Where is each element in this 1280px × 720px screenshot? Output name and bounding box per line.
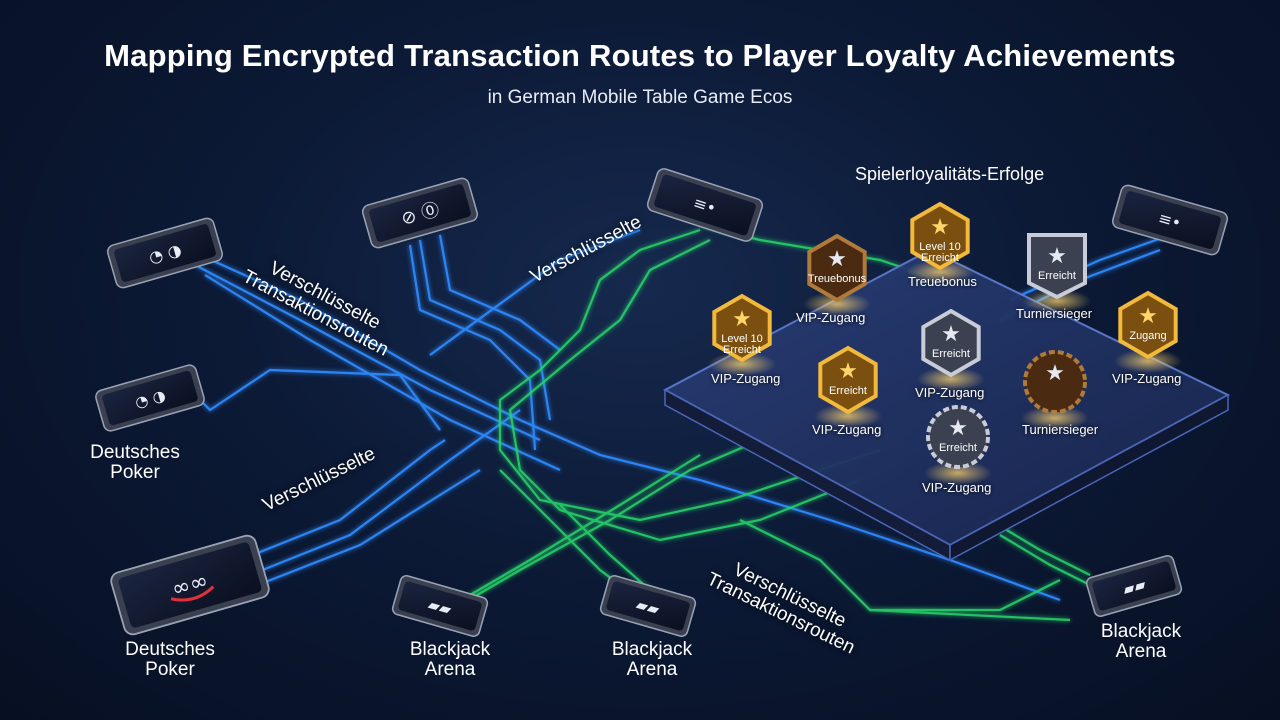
badge-b8: ★Zugang (1114, 290, 1182, 373)
achievement-label-b2: Treuebonus (908, 274, 977, 289)
star-icon: ★ (948, 416, 968, 441)
badge-text-b10: Erreicht (939, 442, 977, 454)
star-icon: ★ (1047, 244, 1067, 269)
star-icon: ★ (1138, 304, 1158, 329)
device-label-poker-left: Deutsches Poker (90, 442, 180, 483)
badge-text-b2: Erreicht (921, 252, 959, 264)
phone-icon-poker-bottom: ∞∞ (110, 534, 270, 636)
achievement-badges: ★Treuebonus★Level 10Erreicht★Erreicht★Le… (708, 201, 1182, 485)
badge-text-b7: Erreicht (932, 348, 970, 360)
device-label-blackjack-1: Blackjack Arena (409, 639, 491, 680)
achievement-label-b6: VIP-Zugang (812, 422, 882, 437)
achievement-label-b3: Turniersieger (1016, 306, 1093, 321)
badge-frame-b7 (921, 308, 981, 378)
achievement-label-b4: VIP-Zugang (711, 371, 781, 386)
badge-b9: ★ (1021, 350, 1089, 430)
badge-frame-b4 (712, 293, 772, 363)
badge-text-b8: Zugang (1129, 330, 1166, 342)
phone-icon-poker-left: ◔ ◑ (95, 364, 205, 432)
star-icon: ★ (838, 359, 858, 384)
badge-b6: ★Erreicht (814, 345, 882, 428)
svg-text:▰▰: ▰▰ (1121, 575, 1149, 599)
page-title: Mapping Encrypted Transaction Routes to … (104, 38, 1176, 73)
badge-b1: ★Treuebonus (803, 233, 871, 316)
achievement-label-b9: Turniersieger (1022, 422, 1099, 437)
badge-text-b6: Erreicht (829, 385, 867, 397)
badge-b7: ★Erreicht (917, 308, 985, 391)
phone-icon-top1: ⊘ ⓪ (361, 177, 479, 249)
phone-icon-blackjack-3: ▰▰ (1085, 555, 1183, 617)
achievement-label-b7: VIP-Zugang (915, 385, 985, 400)
device-label-blackjack-2: Blackjack Arena (611, 639, 693, 680)
badge-frame-b10 (926, 405, 990, 469)
badge-b3: ★Erreicht (1023, 233, 1091, 313)
badge-b10: ★Erreicht (924, 405, 992, 485)
star-icon: ★ (1045, 361, 1065, 386)
phone-icon-blackjack-2: ▰▰ (599, 575, 697, 637)
phone-icon-top2: ≡• (646, 168, 764, 242)
achievement-platform (662, 248, 1231, 562)
device-label-blackjack-3: Blackjack Arena (1100, 621, 1182, 662)
svg-text:▰▰: ▰▰ (426, 595, 454, 619)
svg-text:▰▰: ▰▰ (634, 595, 662, 619)
page-subtitle: in German Mobile Table Game Ecos (487, 87, 793, 108)
achievement-label-b5: VIP-Zugang (796, 310, 866, 325)
badge-text-b3: Erreicht (1038, 270, 1076, 282)
achievements-title: Spielerloyalitäts-Erfolge (855, 164, 1045, 184)
badge-frame-b6 (818, 345, 878, 415)
badge-text-b4: Erreicht (723, 344, 761, 356)
device-label-poker-bottom: Deutsches Poker (125, 639, 215, 680)
achievement-label-b10: VIP-Zugang (922, 480, 992, 495)
star-icon: ★ (827, 247, 847, 272)
badge-text-b2: Level 10 (919, 241, 961, 253)
badge-text-b4: Level 10 (721, 333, 763, 345)
star-icon: ★ (930, 215, 950, 240)
achievement-label-b8: VIP-Zugang (1112, 371, 1182, 386)
badge-frame-b8 (1118, 290, 1178, 360)
phone-icon-topleft: ◔ ◑ (106, 217, 224, 289)
badge-frame-b1 (807, 233, 867, 303)
star-icon: ★ (941, 322, 961, 347)
badge-text-b1: Treuebonus (808, 273, 867, 285)
phone-icon-topright: ≡• (1111, 184, 1229, 256)
phone-icon-blackjack-1: ▰▰ (391, 575, 489, 637)
star-icon: ★ (732, 307, 752, 332)
badge-frame-b3 (1027, 233, 1087, 300)
badge-frame-b9 (1023, 350, 1087, 414)
badge-frame-b2 (910, 201, 970, 271)
